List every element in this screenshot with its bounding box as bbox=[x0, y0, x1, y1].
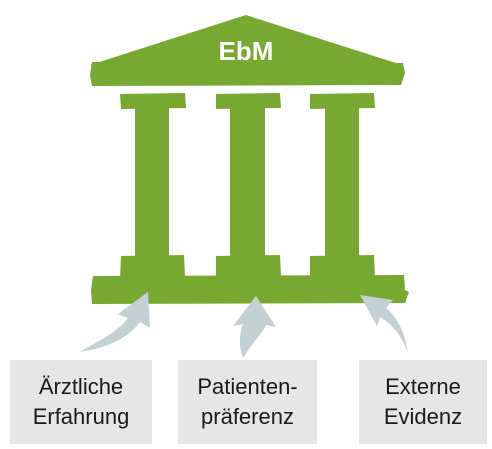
arrow-right-icon bbox=[360, 295, 408, 353]
label-1-line-2: Erfahrung bbox=[32, 404, 130, 429]
arrow-left-icon bbox=[80, 292, 150, 352]
column-2 bbox=[216, 93, 281, 279]
label-1-line-1: Ärztliche bbox=[38, 374, 124, 399]
column-1-base bbox=[120, 255, 185, 279]
temple-title: EbM bbox=[219, 36, 274, 66]
temple-roof: EbM bbox=[90, 15, 405, 86]
label-3-line-1: Externe bbox=[385, 374, 461, 399]
label-externe-evidenz: Externe Evidenz bbox=[359, 360, 487, 444]
column-1 bbox=[120, 93, 186, 279]
roof-pediment bbox=[90, 15, 402, 65]
label-2-line-1: Patienten- bbox=[197, 374, 298, 399]
label-aerztliche-erfahrung: Ärztliche Erfahrung bbox=[10, 360, 152, 444]
column-3-base bbox=[310, 255, 375, 279]
arrows bbox=[80, 292, 408, 358]
column-1-shaft bbox=[135, 105, 169, 260]
column-3 bbox=[310, 93, 375, 279]
column-2-base bbox=[216, 255, 281, 279]
label-2-line-2: präferenz bbox=[201, 404, 294, 429]
label-patientenpraeferenz: Patienten- präferenz bbox=[178, 360, 317, 444]
label-3-line-2: Evidenz bbox=[383, 404, 463, 429]
temple-base bbox=[91, 275, 409, 304]
arrow-center-icon bbox=[233, 296, 276, 358]
column-2-shaft bbox=[230, 105, 265, 260]
column-3-shaft bbox=[325, 105, 359, 260]
roof-eave bbox=[90, 62, 405, 86]
